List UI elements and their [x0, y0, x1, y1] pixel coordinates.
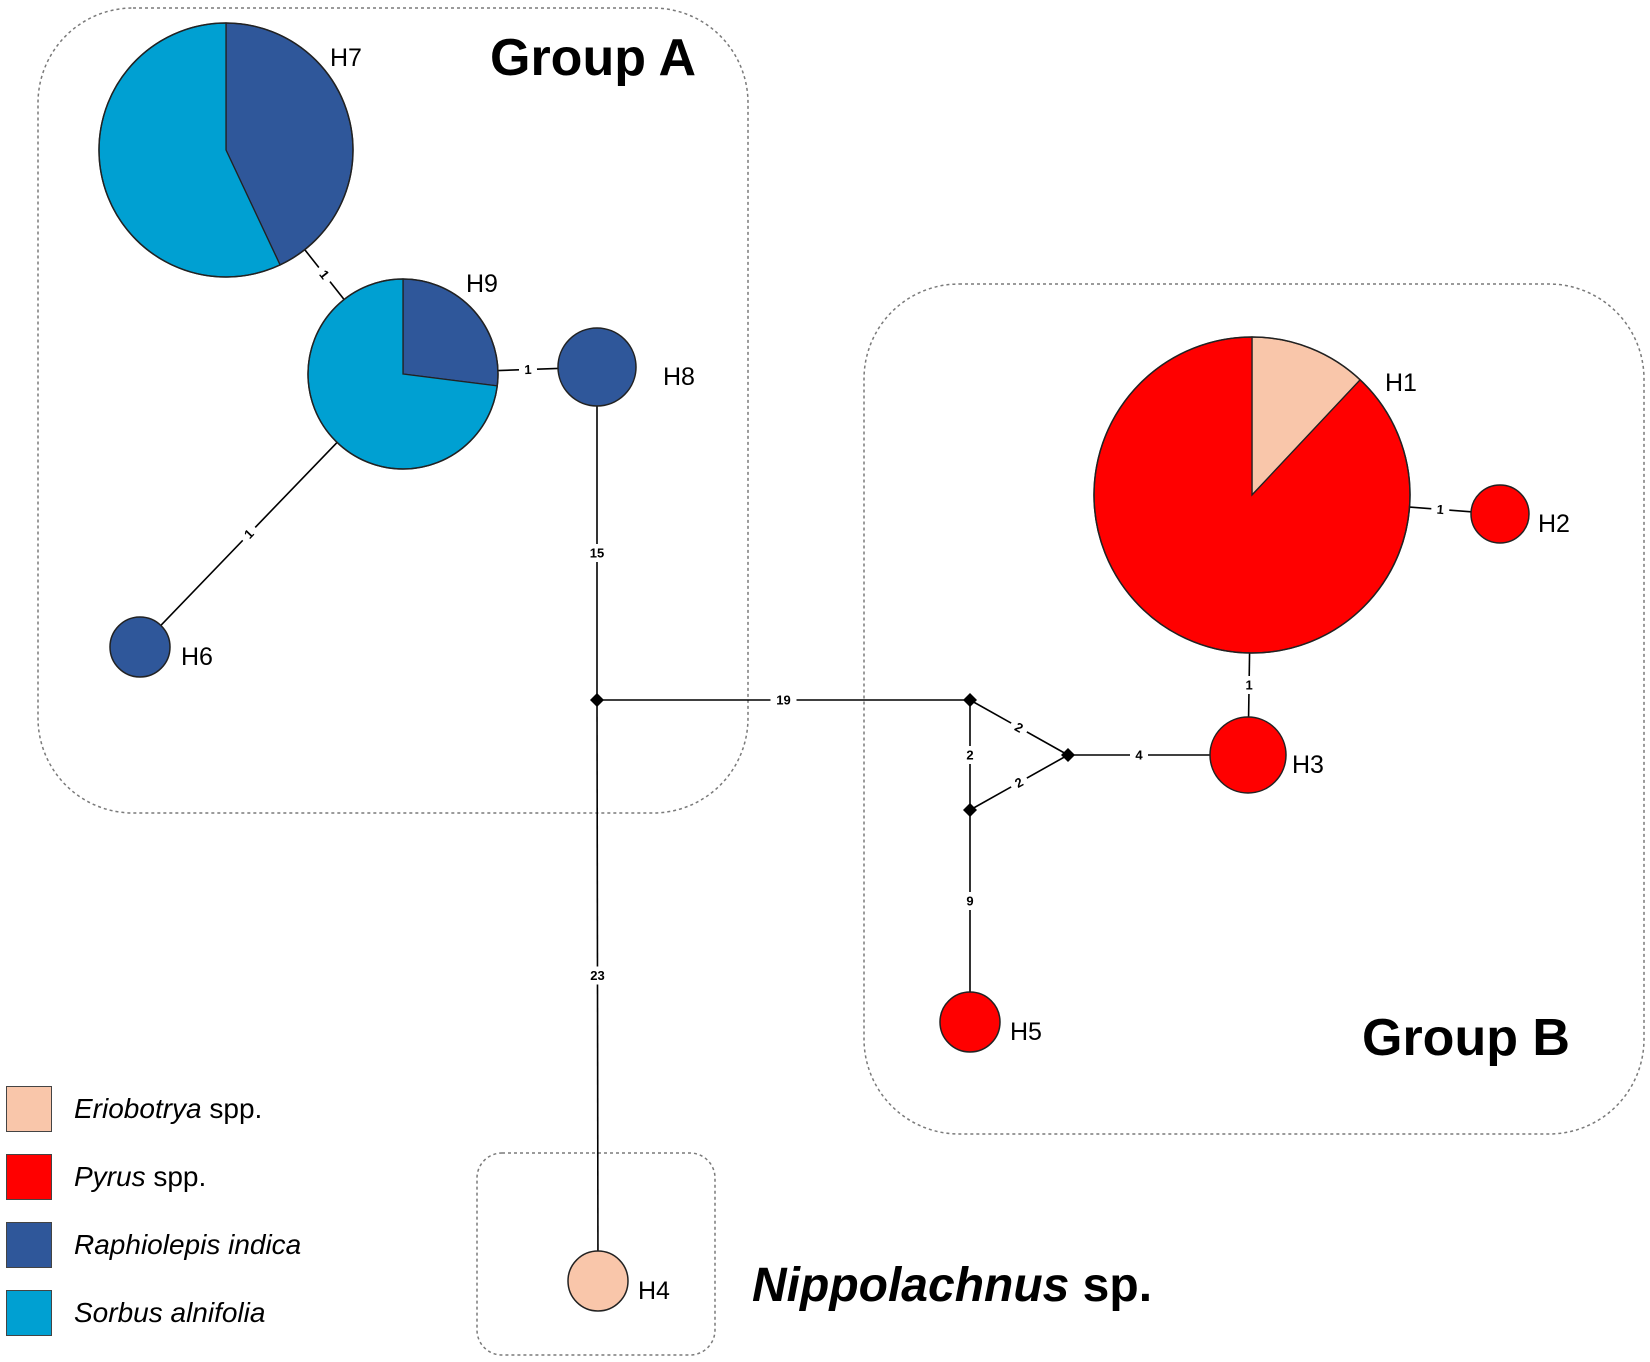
legend-swatch-raphiolepis: [6, 1222, 52, 1268]
haplotype-label-H2: H2: [1538, 510, 1570, 538]
haplotype-H7: H7: [98, 22, 362, 278]
legend-label-pyrus: Pyrus spp.: [74, 1161, 207, 1192]
haplotype-label-H4: H4: [638, 1277, 670, 1305]
edge-H7-H9: 1: [304, 249, 345, 300]
legend-label-raphiolepis: Raphiolepis indica: [74, 1229, 302, 1260]
edge-mv2-mv3: 2: [969, 699, 1069, 756]
haplotype-label-H5: H5: [1010, 1018, 1042, 1046]
legend-item-pyrus: Pyrus spp.: [6, 1143, 301, 1211]
edge-label: 1: [1245, 677, 1252, 692]
group-title-groupB: Group B: [1362, 1009, 1570, 1067]
legend-swatch-sorbus: [6, 1290, 52, 1336]
haplotype-H2: H2: [1470, 484, 1570, 544]
median-vector: [1061, 748, 1075, 762]
haplotype-H9: H9: [307, 270, 499, 470]
group-boxes: Group A Group B: [37, 7, 1645, 1356]
edge-label: 1: [524, 362, 532, 377]
median-vector: [590, 693, 604, 707]
haplotype-label-H8: H8: [663, 363, 695, 391]
legend-item-raphiolepis: Raphiolepis indica: [6, 1211, 301, 1279]
species-title: Nippolachnus sp.: [752, 1259, 1153, 1312]
pie-slice-raphiolepis: [557, 327, 637, 407]
haplotype-label-H7: H7: [330, 44, 362, 72]
pie-slice-raphiolepis: [109, 616, 171, 678]
haplotype-H4: H4: [567, 1250, 670, 1312]
legend-label-eriobotrya: Eriobotrya spp.: [74, 1093, 263, 1124]
legend-swatch-pyrus: [6, 1154, 52, 1200]
group-box-groupB: [863, 283, 1645, 1135]
haplotype-label-H1: H1: [1385, 369, 1417, 397]
edge-mv2-mv4: 2: [961, 700, 979, 810]
haplotype-H1: H1: [1093, 336, 1417, 654]
legend-item-eriobotrya: Eriobotrya spp.: [6, 1075, 301, 1143]
haplotype-label-H6: H6: [181, 643, 213, 671]
edge-label: 9: [966, 894, 973, 909]
haplotype-H3: H3: [1209, 716, 1324, 794]
edge-H9-H8: 1: [497, 360, 559, 379]
edge-H1-H2: 1: [1409, 499, 1472, 520]
edge-mv4-H5: 9: [961, 810, 979, 992]
pie-slice-pyrus: [939, 991, 1001, 1053]
median-vector: [963, 693, 977, 707]
group-box-nippolachnus: [476, 1152, 716, 1356]
edge-label: 2: [966, 748, 973, 763]
edge-mv3-H3: 4: [1068, 746, 1210, 764]
pie-slice-pyrus: [1093, 336, 1411, 654]
edge-label: 4: [1135, 748, 1143, 763]
edge-H3-H1: 1: [1240, 652, 1259, 718]
edge-mv4-mv3: 2: [969, 754, 1069, 811]
haplotype-H6: H6: [109, 616, 213, 678]
legend-swatch-eriobotrya: [6, 1086, 52, 1132]
legend: Eriobotrya spp. Pyrus spp. Raphiolepis i…: [6, 1075, 301, 1347]
edge-label: 19: [776, 693, 790, 708]
edge-label: 15: [590, 546, 604, 561]
median-vector: [963, 803, 977, 817]
haplotype-label-H3: H3: [1292, 751, 1324, 779]
edge-H8-mv1: 15: [584, 406, 610, 700]
edge-H9-H6: 1: [160, 441, 338, 626]
legend-label-sorbus: Sorbus alnifolia: [74, 1297, 266, 1328]
edge-label: 23: [590, 968, 604, 983]
haplotype-H8: H8: [557, 327, 695, 407]
edge-mv1-mv2: 19: [597, 691, 970, 709]
legend-item-sorbus: Sorbus alnifolia: [6, 1279, 301, 1347]
pie-slice-pyrus: [1470, 484, 1530, 544]
edge-mv1-H4: 23: [584, 699, 611, 1252]
haplotype-H5: H5: [939, 991, 1042, 1053]
group-box-groupA: [37, 7, 749, 814]
pie-slice-pyrus: [1209, 716, 1287, 794]
edge-label: 1: [1436, 502, 1444, 518]
pie-slice-eriobotrya: [567, 1250, 629, 1312]
haplotype-label-H9: H9: [466, 270, 498, 298]
group-title-groupA: Group A: [490, 29, 696, 87]
